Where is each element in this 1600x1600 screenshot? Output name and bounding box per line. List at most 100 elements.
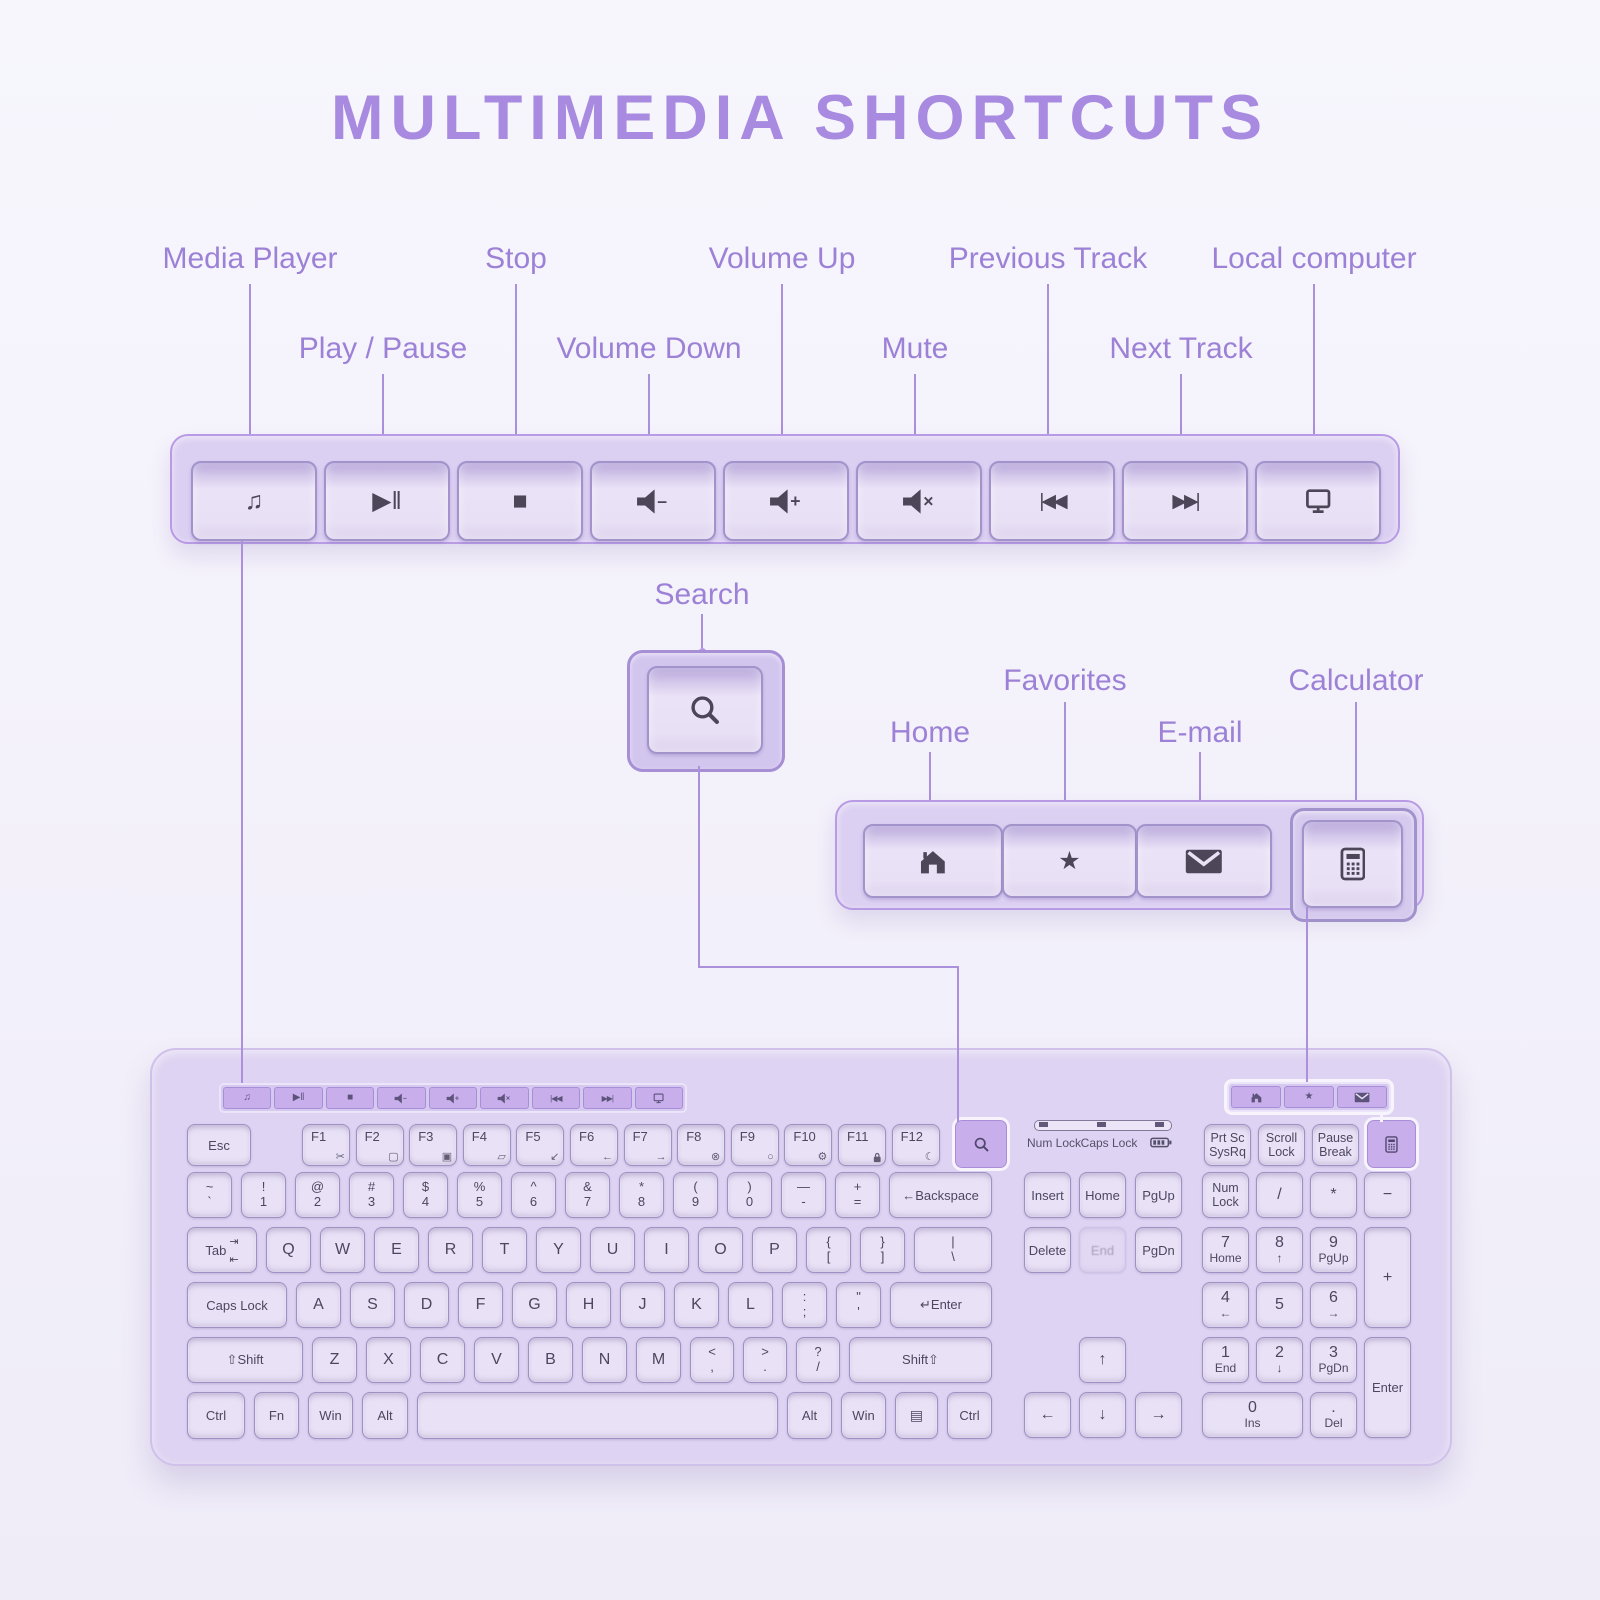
key-space: (9 (673, 1172, 718, 1218)
key-space: ~` (187, 1172, 232, 1218)
web-key-calculator (1302, 820, 1403, 908)
key-win: Win (308, 1392, 353, 1439)
web-key-e-mail (1136, 824, 1272, 898)
key-f1: F1✂ (302, 1124, 350, 1166)
key-delete: Delete (1024, 1227, 1071, 1273)
media-key-local-computer (1255, 461, 1381, 541)
media-key-previous-track: |◀◀ (989, 461, 1115, 541)
key-space: @2 (295, 1172, 340, 1218)
key-alt: Alt (787, 1392, 832, 1439)
media-key-volume-up: + (723, 461, 849, 541)
key-f7: F7→ (623, 1124, 672, 1166)
callout-label-calculator: Calculator (1288, 664, 1424, 697)
key-s: S (350, 1282, 395, 1328)
mini-key-mute: × (480, 1087, 529, 1109)
key-c: C (420, 1337, 465, 1383)
callout-line-mute (914, 374, 916, 461)
key-f12: F12☾ (891, 1124, 940, 1166)
key-o: O (698, 1227, 743, 1273)
key-space: {[ (806, 1227, 851, 1273)
callout-line-home (929, 752, 931, 810)
mini-key-previous-track: |◀◀ (531, 1087, 581, 1109)
callout-line-play-pause (382, 374, 384, 461)
callout-label-next-track: Next Track (1109, 332, 1253, 365)
key-y: Y (536, 1227, 581, 1273)
numpad-divide: / (1256, 1172, 1303, 1218)
mini-key-volume-down: – (377, 1087, 426, 1109)
callout-line-calculator (1355, 702, 1357, 810)
num-lock-indicator-label: Num Lock (1026, 1136, 1082, 1150)
key-pgdn: PgDn (1135, 1227, 1182, 1273)
key-f11: F11 (838, 1124, 886, 1166)
mini-web-strip: ★ (1227, 1082, 1391, 1112)
key-shift: ⇧Shift (187, 1337, 303, 1383)
key-space: += (835, 1172, 880, 1218)
key-arrow-left: ← (1024, 1392, 1071, 1438)
caps-lock-indicator-label: Caps Lock (1080, 1136, 1138, 1150)
mini-key-stop: ■ (325, 1087, 375, 1109)
svg-text:–: – (403, 1094, 407, 1102)
callout-label-mute: Mute (881, 332, 949, 365)
numpad-decimal: .Del (1310, 1392, 1357, 1438)
key-k: K (674, 1282, 719, 1328)
key-n: N (582, 1337, 627, 1383)
mini-key-home (1231, 1086, 1281, 1108)
key-pgup: PgUp (1135, 1172, 1182, 1218)
key-space: !1 (241, 1172, 286, 1218)
key-e: E (374, 1227, 419, 1273)
web-key-favorites: ★ (1002, 824, 1137, 898)
key-u: U (590, 1227, 635, 1273)
numpad-8: 8↑ (1256, 1227, 1303, 1273)
key-caps-lock: Caps Lock (187, 1282, 287, 1328)
mini-key-favorites-star: ★ (1284, 1086, 1334, 1108)
key-space: $4 (403, 1172, 448, 1218)
key-f9: F9○ (730, 1124, 779, 1166)
key-g: G (512, 1282, 557, 1328)
key-home: Home (1079, 1172, 1126, 1218)
indicator-bar (1034, 1120, 1172, 1131)
key-f6: F6← (570, 1124, 618, 1166)
media-player-connector (241, 541, 243, 1083)
key-space: &7 (565, 1172, 610, 1218)
callout-label-volume-down: Volume Down (556, 332, 742, 365)
key-v: V (474, 1337, 519, 1383)
key-p: P (752, 1227, 797, 1273)
callout-label-previous-track: Previous Track (948, 242, 1148, 275)
svg-text:+: + (455, 1094, 459, 1102)
media-key-volume-down: – (590, 461, 716, 541)
key-space: *8 (619, 1172, 664, 1218)
media-key-play-pause: ▶‖ (324, 461, 450, 541)
callout-label-local-computer: Local computer (1211, 242, 1417, 275)
numpad-multiply: * (1310, 1172, 1357, 1218)
key-space (417, 1392, 778, 1439)
mini-media-strip: ♫▶‖■–+×|◀◀▶▶| (219, 1083, 687, 1113)
key-shift: Shift⇧ (849, 1337, 992, 1383)
mini-key-next-track: ▶▶| (583, 1087, 632, 1109)
key-win: Win (841, 1392, 886, 1439)
svg-text:+: + (790, 490, 800, 510)
key-space: |\ (914, 1227, 992, 1273)
key-f2: F2▢ (355, 1124, 404, 1166)
mini-key-search (955, 1120, 1007, 1168)
key-f10: F10⚙ (784, 1124, 833, 1166)
key-arrow-right: → (1135, 1392, 1182, 1438)
key-ctrl: Ctrl (187, 1392, 245, 1439)
callout-label-e-mail: E-mail (1157, 716, 1243, 749)
callout-label-search: Search (654, 578, 750, 611)
callout-line-next-track (1180, 374, 1182, 461)
key-x: X (366, 1337, 411, 1383)
numpad-2: 2↓ (1256, 1337, 1303, 1383)
callout-line-search (701, 614, 703, 648)
callout-label-favorites: Favorites (1003, 664, 1127, 697)
calculator-connector (1306, 907, 1308, 1082)
key-f: F (458, 1282, 503, 1328)
mini-key-play-pause: ▶‖ (274, 1087, 323, 1109)
